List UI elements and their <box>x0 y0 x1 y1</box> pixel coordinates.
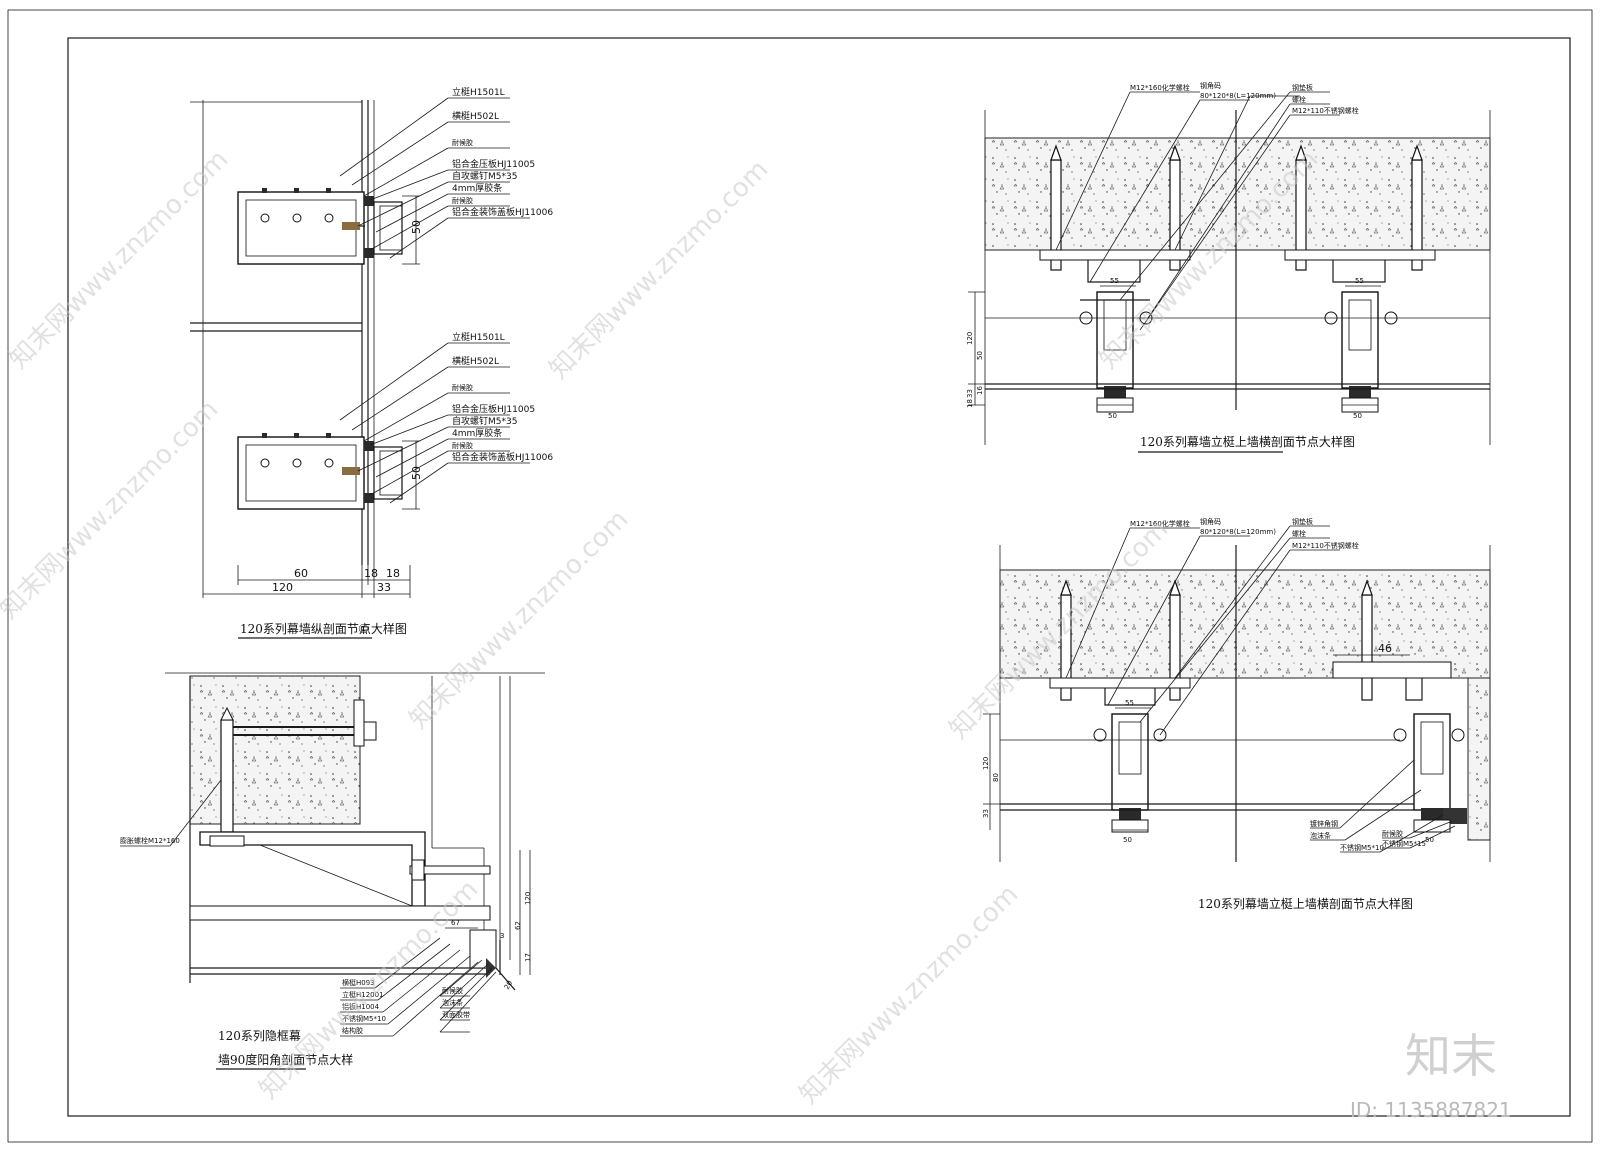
label-h-5: M12*110不锈钢螺栓 <box>1292 106 1359 115</box>
label-l-1: 横梃H502L <box>452 355 499 367</box>
label-c-7: 泡沫条 <box>442 998 463 1007</box>
dim-18b: 18 <box>386 567 400 580</box>
drawing-2-corner-section: 67 62 120 17 20 3 膨胀螺栓M12*160 横梃H093 立梃H… <box>120 672 545 1070</box>
label-u-4: 自攻螺钉M5*35 <box>452 170 517 182</box>
drawing-3-title: 120系列幕墙立梃上墙横剖面节点大样图 <box>1140 434 1355 449</box>
dim-33-c: 33 <box>982 809 990 818</box>
label-c-6: 耐候胶 <box>442 986 463 995</box>
dim-18-h: 18 <box>966 399 974 408</box>
label-u-2: 耐候胶 <box>452 138 473 147</box>
label-h-0: M12*160化学螺栓 <box>1130 83 1190 92</box>
label-h4-5: M12*110不锈钢螺栓 <box>1292 541 1359 550</box>
dim-55-c: 55 <box>1125 699 1134 707</box>
label-u-1: 横梃H502L <box>452 110 499 122</box>
dim-120: 120 <box>272 581 293 594</box>
brand-logo: 知末 <box>1405 1029 1497 1083</box>
dim-50-d: 50 <box>1425 836 1434 844</box>
label-l-7: 铝合金装饰盖板HJ11006 <box>452 451 553 463</box>
label-h4-9: 耐候胶 <box>1382 829 1403 838</box>
dim-33-h: 33 <box>966 389 974 398</box>
watermark-3: 知末网www.znzmo.com <box>0 394 224 625</box>
dim-120-c: 120 <box>982 757 990 770</box>
inner-border <box>67 37 1571 1117</box>
watermark-4: 知末网www.znzmo.com <box>404 504 635 735</box>
label-c-5: 结构胶 <box>342 1026 363 1035</box>
label-l-0: 立梃H1501L <box>452 331 505 343</box>
dim-20: 20 <box>503 979 514 991</box>
label-u-3: 铝合金压板HJ11005 <box>452 158 535 170</box>
dim-50-upper: 50 <box>410 220 423 234</box>
dim-50-h-a: 50 <box>1108 412 1117 420</box>
dim-120-h: 120 <box>966 332 974 345</box>
label-l-4: 自攻螺钉M5*35 <box>452 415 517 427</box>
drawing-1-title: 120系列幕墙纵剖面节点大样图 <box>240 621 407 636</box>
watermark-1: 知末网www.znzmo.com <box>544 154 775 385</box>
drawing-2-title-line1: 120系列隐框幕 <box>218 1029 301 1043</box>
dim-33: 33 <box>377 581 391 594</box>
drawing-1-vertical-section: 50 50 立梃H1501L 横梃H502L 耐候胶 <box>190 86 553 639</box>
drawing-4-horizontal-section: 46 55 120 80 33 50 50 M12*160化学螺栓 钢角码 80… <box>982 517 1491 911</box>
dim-55-b: 55 <box>1355 277 1364 285</box>
label-u-5: 4mm厚胶条 <box>452 182 502 194</box>
label-l-6: 耐候胶 <box>452 441 473 450</box>
label-c-2: 立梃H12001 <box>342 990 384 999</box>
label-h4-0: M12*160化学螺栓 <box>1130 519 1190 528</box>
label-l-5: 4mm厚胶条 <box>452 427 502 439</box>
drawing-4-title: 120系列幕墙立梃上墙横剖面节点大样图 <box>1198 896 1413 911</box>
label-h-3: 钢垫板 <box>1292 83 1313 92</box>
dim-67: 67 <box>451 919 460 927</box>
label-h4-8: 不锈钢M5*10 <box>1340 843 1384 852</box>
label-l-3: 铝合金压板HJ11005 <box>452 403 535 415</box>
dim-50-lower: 50 <box>410 466 423 480</box>
label-h-2: 80*120*8(L=120mm) <box>1200 92 1276 100</box>
label-c-8: 双面胶带 <box>442 1010 470 1019</box>
dim-62: 62 <box>514 921 522 930</box>
label-u-0: 立梃H1501L <box>452 86 505 98</box>
dim-46: 46 <box>1378 642 1392 655</box>
dim-80-c: 80 <box>992 773 1000 782</box>
label-h4-4: 螺栓 <box>1292 529 1306 538</box>
drawing-1-title-mark: ① <box>358 622 369 636</box>
dim-50-c: 50 <box>1123 836 1132 844</box>
dim-17: 17 <box>524 953 532 962</box>
dim-3: 3 <box>500 932 504 940</box>
image-id: ID: 1135887821 <box>1350 1098 1512 1122</box>
label-h4-7: 泡沫条 <box>1310 831 1331 840</box>
label-u-7: 铝合金装饰盖板HJ11006 <box>452 206 553 218</box>
dim-55-a: 55 <box>1110 277 1119 285</box>
dim-18a: 18 <box>364 567 378 580</box>
drawing-2-title-line2: 墙90度阳角剖面节点大样 <box>218 1052 353 1067</box>
label-c-1: 横梃H093 <box>342 978 375 987</box>
dim-120-corner: 120 <box>524 892 532 905</box>
label-anchor-bolt: 膨胀螺栓M12*160 <box>120 836 180 845</box>
label-h-1: 钢角码 <box>1200 81 1221 90</box>
label-h4-1: 钢角码 <box>1200 517 1221 526</box>
dim-60: 60 <box>294 567 308 580</box>
drawing-3-horizontal-section: 55 55 120 50 33 16 18 50 50 M12*160化学螺栓 … <box>966 81 1491 453</box>
label-l-2: 耐候胶 <box>452 383 473 392</box>
dim-50-h-b: 50 <box>1353 412 1362 420</box>
label-c-4: 不锈钢M5*10 <box>342 1014 386 1023</box>
watermark-0: 知末网www.znzmo.com <box>4 144 235 375</box>
watermark-7: 知末网www.znzmo.com <box>794 879 1025 1110</box>
label-c-3: 铝板H1004 <box>342 1002 380 1011</box>
label-u-6: 耐候胶 <box>452 196 473 205</box>
label-h-4: 螺栓 <box>1292 95 1306 104</box>
dim-50-h: 50 <box>976 351 984 360</box>
dim-16-h: 16 <box>976 386 984 395</box>
outer-border <box>7 9 1593 1143</box>
label-h4-10: 不锈钢M5*15 <box>1382 839 1426 848</box>
label-h4-6: 镀锌角钢 <box>1310 819 1338 828</box>
label-h4-3: 钢垫板 <box>1292 517 1313 526</box>
label-h4-2: 80*120*8(L=120mm) <box>1200 528 1276 536</box>
